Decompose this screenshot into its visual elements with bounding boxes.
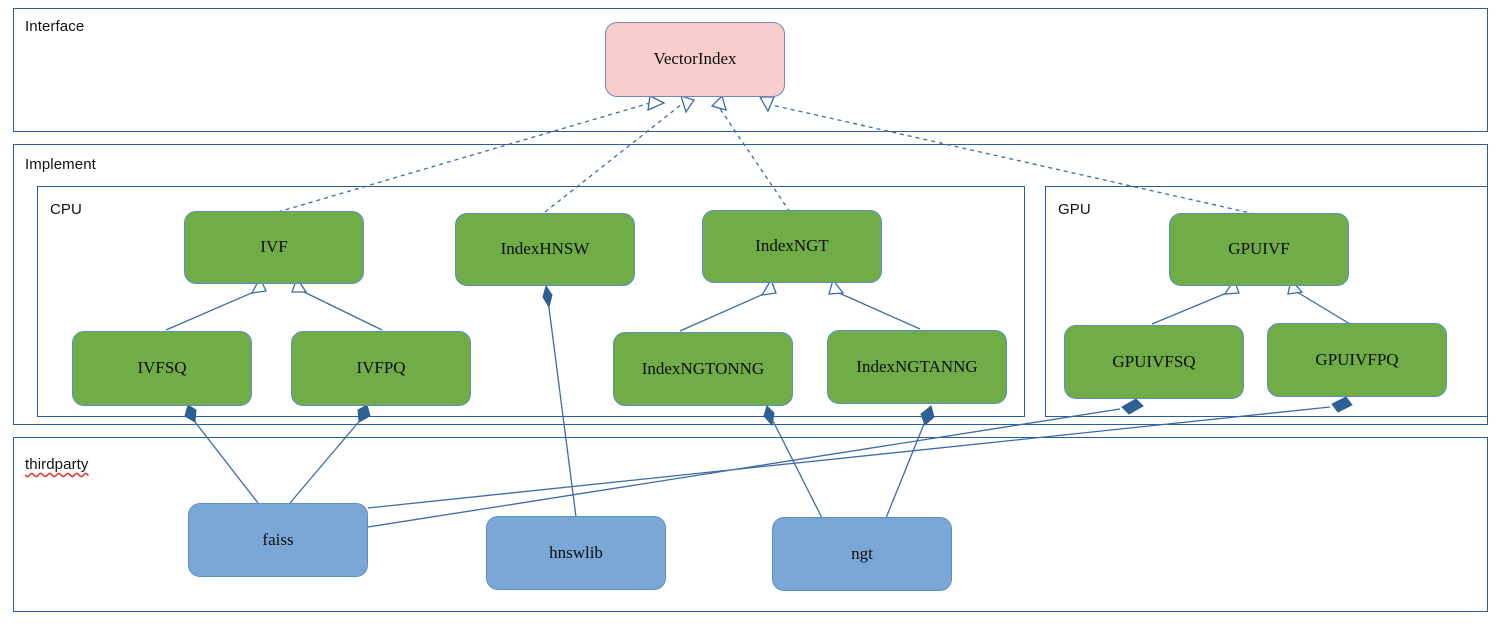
node-hnswlib[interactable]: hnswlib (486, 516, 666, 590)
frame-label-interface: Interface (25, 18, 85, 35)
node-gpuivfsq[interactable]: GPUIVFSQ (1064, 325, 1244, 399)
frame-label-thirdparty: thirdparty (25, 456, 89, 473)
node-gpuivf[interactable]: GPUIVF (1169, 213, 1349, 286)
frame-label-implement: Implement (25, 156, 96, 173)
node-index-hnsw[interactable]: IndexHNSW (455, 213, 635, 286)
node-index-ngt[interactable]: IndexNGT (702, 210, 882, 283)
node-ivfpq[interactable]: IVFPQ (291, 331, 471, 406)
frame-label-gpu: GPU (1058, 201, 1091, 218)
node-faiss[interactable]: faiss (188, 503, 368, 577)
node-index-ngtonng[interactable]: IndexNGTONNG (613, 332, 793, 406)
node-gpuivfpq[interactable]: GPUIVFPQ (1267, 323, 1447, 397)
node-vector-index[interactable]: VectorIndex (605, 22, 785, 97)
node-ivfsq[interactable]: IVFSQ (72, 331, 252, 406)
frame-label-cpu: CPU (50, 201, 82, 218)
node-index-ngtanng[interactable]: IndexNGTANNG (827, 330, 1007, 404)
node-ivf[interactable]: IVF (184, 211, 364, 284)
node-ngt[interactable]: ngt (772, 517, 952, 591)
